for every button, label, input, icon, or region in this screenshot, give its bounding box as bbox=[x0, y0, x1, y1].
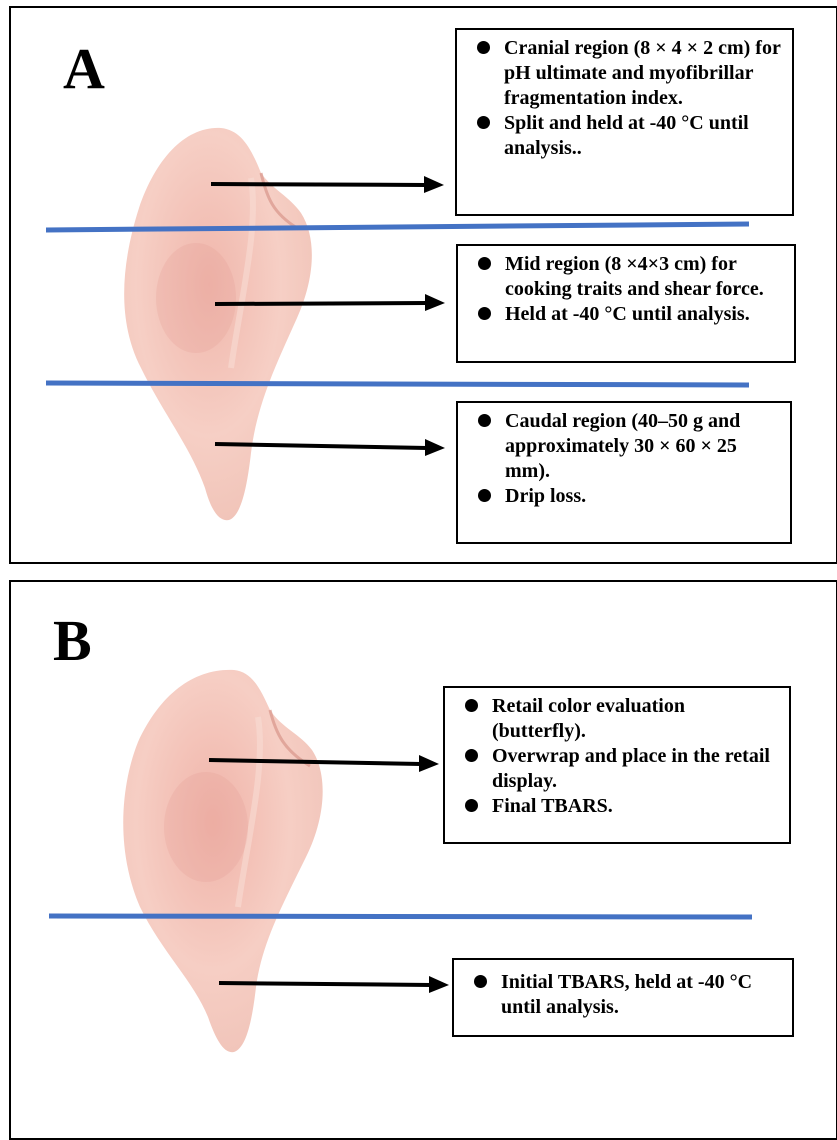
bullet-item: Caudal region (40–50 g and approximately… bbox=[472, 409, 780, 484]
bullet-item: Cranial region (8 × 4 × 2 cm) for pH ult… bbox=[471, 36, 782, 111]
bullet-item: Final TBARS. bbox=[459, 794, 779, 819]
divider-line-1 bbox=[46, 216, 751, 236]
note-box-retail: Retail color evaluation (butterfly). Ove… bbox=[443, 686, 791, 844]
right-arrow-icon bbox=[211, 174, 446, 194]
bullet-item: Drip loss. bbox=[472, 484, 780, 509]
bullet-item: Held at -40 °C until analysis. bbox=[472, 302, 784, 327]
panel-a: A Cranial region (8 × 4 × 2 cm) for bbox=[9, 6, 837, 564]
right-arrow-icon bbox=[209, 752, 441, 772]
right-arrow-icon bbox=[215, 293, 447, 313]
note-box-initial-tbars: Initial TBARS, held at -40 °C until anal… bbox=[452, 958, 794, 1037]
panel-label-b: B bbox=[53, 612, 92, 670]
bullet-item: Split and held at -40 °C until analysis.… bbox=[471, 111, 782, 161]
panel-b: B Retail color evaluation (butterfly). O… bbox=[9, 580, 837, 1140]
right-arrow-icon bbox=[215, 436, 447, 456]
right-arrow-icon bbox=[219, 974, 451, 994]
bullet-item: Overwrap and place in the retail display… bbox=[459, 744, 779, 794]
chicken-breast-image-b bbox=[106, 662, 346, 1062]
note-box-caudal: Caudal region (40–50 g and approximately… bbox=[456, 401, 792, 544]
panel-label-a: A bbox=[63, 40, 105, 98]
bullet-item: Mid region (8 ×4×3 cm) for cooking trait… bbox=[472, 252, 784, 302]
bullet-item: Initial TBARS, held at -40 °C until anal… bbox=[468, 970, 782, 1020]
note-box-cranial: Cranial region (8 × 4 × 2 cm) for pH ult… bbox=[455, 28, 794, 216]
divider-line-2 bbox=[46, 374, 751, 394]
bullet-item: Retail color evaluation (butterfly). bbox=[459, 694, 779, 744]
note-box-mid: Mid region (8 ×4×3 cm) for cooking trait… bbox=[456, 244, 796, 363]
divider-line bbox=[49, 906, 754, 926]
